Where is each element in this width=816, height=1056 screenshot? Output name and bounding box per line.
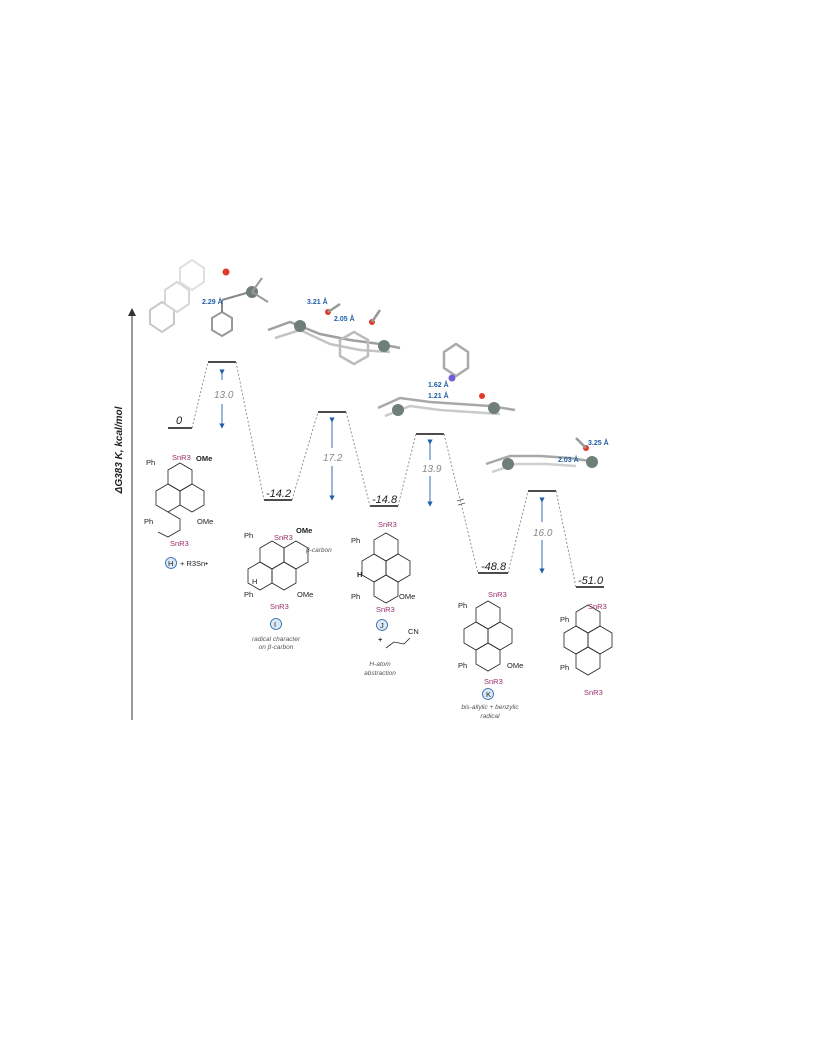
H-ome-1: OMe: [196, 454, 212, 463]
ts-structure-3: [377, 342, 516, 418]
I-caption-2: on β-carbon: [259, 644, 294, 651]
J-sn-top: SnR3: [378, 520, 397, 529]
K-sn-bottom: SnR3: [484, 677, 503, 686]
K-caption-2: radical: [480, 713, 500, 720]
K-badge: K: [486, 690, 491, 699]
barrier-arrows: [219, 369, 545, 574]
distance-4: 1.62 Å: [428, 380, 449, 389]
product-sn-top: SnR3: [588, 602, 607, 611]
axis-label: ΔG383 K, kcal/mol: [114, 406, 125, 494]
I-sn-top: SnR3: [274, 533, 293, 542]
K-ome: OMe: [507, 661, 523, 670]
level-label-K: -48.8: [481, 561, 507, 573]
I-caption-1: radical character: [252, 636, 301, 643]
ts-structure-1: [149, 258, 269, 338]
J-caption-1: H-atom: [369, 661, 391, 668]
J-h: H: [357, 570, 362, 579]
H-badge: H: [168, 559, 173, 568]
level-label-I: -14.2: [266, 488, 291, 500]
structure-K: SnR3 Ph Ph OMe SnR3 K bis-allylic + benz…: [458, 590, 523, 720]
J-cn: CN: [408, 627, 419, 636]
barrier-label-1: 13.0: [214, 390, 234, 401]
structure-H: SnR3 OMe Ph Ph OMe SnR3 H + R3Sn•: [144, 453, 213, 569]
K-ph-1: Ph: [458, 601, 467, 610]
level-label-H: 0: [176, 415, 183, 427]
barrier-label-4: 16.0: [533, 528, 553, 539]
I-badge: I: [274, 620, 276, 629]
ts-structure-2: [267, 302, 401, 366]
connectors: [191, 361, 577, 588]
H-sn-top: SnR3: [172, 453, 191, 462]
ts-structure-4: [485, 437, 598, 474]
I-sn-bottom: SnR3: [270, 602, 289, 611]
J-caption-2: abstraction: [364, 670, 396, 677]
K-caption-1: bis-allylic + benzylic: [461, 704, 519, 711]
distance-5: 1.21 Å: [428, 391, 449, 400]
H-sn-bottom: SnR3: [170, 539, 189, 548]
I-ome-1: OMe: [296, 526, 312, 535]
structure-I: SnR3 OMe β-carbon Ph H Ph OMe SnR3 I rad…: [244, 526, 332, 651]
H-ph-1: Ph: [146, 458, 155, 467]
distance-2: 3.21 Å: [307, 297, 328, 306]
I-ph-2: Ph: [244, 590, 253, 599]
H-reagent: + R3Sn•: [180, 559, 208, 568]
J-ph-2: Ph: [351, 592, 360, 601]
H-ome-2: OMe: [197, 517, 213, 526]
product-ph-1: Ph: [560, 615, 569, 624]
axis-break: [456, 498, 466, 506]
J-sn-bottom: SnR3: [376, 605, 395, 614]
K-sn-top: SnR3: [488, 590, 507, 599]
structure-product: SnR3 Ph Ph SnR3: [560, 602, 613, 697]
I-ph-1: Ph: [244, 531, 253, 540]
I-ome-2: OMe: [297, 590, 313, 599]
distance-7: 2.03 Å: [558, 455, 579, 464]
K-ph-2: Ph: [458, 661, 467, 670]
I-beta: β-carbon: [305, 547, 332, 554]
J-ome: OMe: [399, 592, 415, 601]
level-label-J: -14.8: [372, 494, 398, 506]
J-ph-1: Ph: [351, 536, 360, 545]
distance-3: 2.05 Å: [334, 314, 355, 323]
level-label-product: -51.0: [578, 575, 604, 587]
distance-6: 3.25 Å: [588, 438, 609, 447]
barrier-label-3: 13.9: [422, 464, 442, 475]
J-cyclohexyl-icon: [385, 637, 411, 649]
distance-1: 2.29 Å: [202, 297, 223, 306]
I-h: H: [252, 577, 257, 586]
H-ph-2: Ph: [144, 517, 153, 526]
product-sn-bottom: SnR3: [584, 688, 603, 697]
J-plus: +: [378, 635, 383, 644]
J-badge: J: [380, 621, 384, 630]
barrier-label-2: 17.2: [323, 453, 343, 464]
product-ph-2: Ph: [560, 663, 569, 672]
structure-J: SnR3 Ph H Ph OMe SnR3 J + CN H-atom abst…: [351, 520, 419, 677]
